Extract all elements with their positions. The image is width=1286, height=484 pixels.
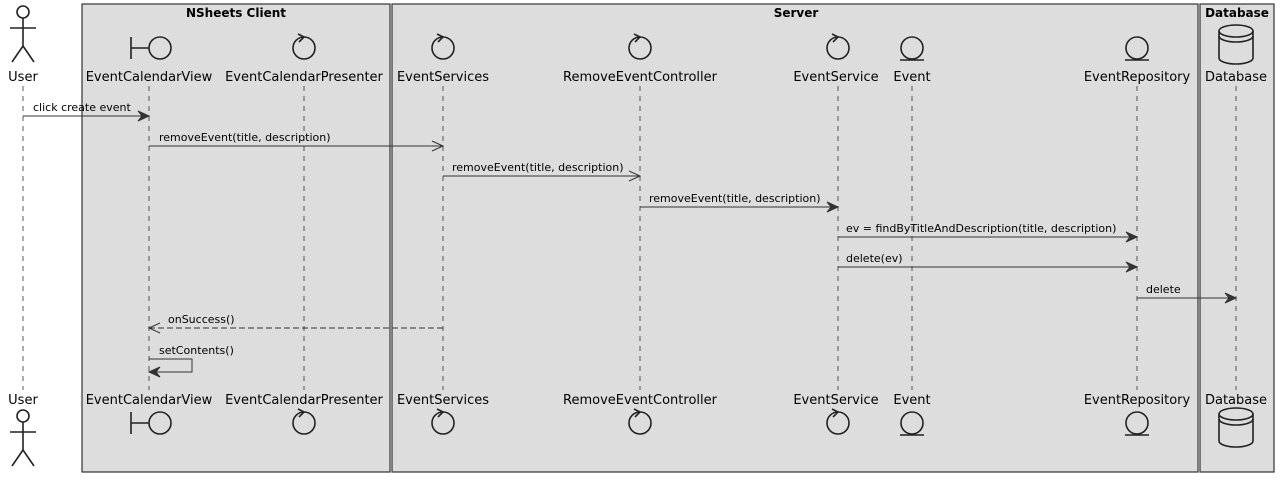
control-icon (826, 408, 850, 435)
message-label: setContents() (159, 344, 234, 357)
message-label: delete (1146, 283, 1181, 296)
control-icon (431, 33, 455, 60)
message-label: delete(ev) (846, 252, 903, 265)
control-icon (431, 408, 455, 435)
message-set-contents: setContents() (147, 344, 234, 378)
participant-event-service-label: EventService (793, 393, 878, 408)
message-delete: delete (1137, 283, 1238, 304)
participant-database-label: Database (1205, 393, 1267, 408)
participant-user-label: User (8, 70, 38, 85)
message-delete-ev: delete(ev) (838, 252, 1139, 273)
box-database: Database (1199, 3, 1275, 473)
message-label: onSuccess() (168, 313, 235, 326)
lifelines (22, 86, 1237, 390)
participant-event-services-label: EventServices (397, 393, 489, 408)
message-label: removeEvent(title, description) (649, 192, 821, 205)
control-icon (826, 33, 850, 60)
message-click-create-event: click create event (23, 101, 151, 122)
message-label: removeEvent(title, description) (159, 131, 331, 144)
actor-icon (10, 409, 36, 467)
participant-user-label: User (8, 393, 38, 408)
message-label: click create event (33, 101, 132, 114)
participant-event-calendar-view-label: EventCalendarView (86, 393, 213, 408)
entity-icon (1125, 411, 1149, 436)
entity-icon (900, 36, 924, 61)
message-label: ev = findByTitleAndDescription(title, de… (846, 222, 1116, 235)
box-server-title: Server (774, 6, 819, 20)
participant-event-repository-label: EventRepository (1084, 70, 1191, 85)
control-icon (292, 408, 316, 435)
message-remove-event-2: removeEvent(title, description) (443, 161, 642, 182)
entity-icon (900, 411, 924, 436)
message-label: removeEvent(title, description) (452, 161, 624, 174)
participant-event-label: Event (893, 393, 930, 408)
box-client-title: NSheets Client (186, 6, 286, 20)
control-icon (292, 33, 316, 60)
message-remove-event-3: removeEvent(title, description) (640, 192, 840, 213)
participant-event-calendar-presenter-label: EventCalendarPresenter (225, 393, 383, 408)
actor-icon (10, 5, 36, 63)
message-remove-event-1: removeEvent(title, description) (149, 131, 445, 152)
entity-icon (1125, 36, 1149, 61)
control-icon (628, 33, 652, 60)
participant-event-label: Event (893, 70, 930, 85)
messages: click create event removeEvent(title, de… (23, 101, 1238, 378)
participant-event-services-label: EventServices (397, 70, 489, 85)
boundary-icon (130, 411, 172, 435)
database-icon (1218, 24, 1254, 65)
box-database-title: Database (1205, 6, 1269, 20)
participant-event-calendar-presenter-label: EventCalendarPresenter (225, 70, 383, 85)
message-on-success: onSuccess() (147, 313, 443, 334)
control-icon (628, 408, 652, 435)
message-find-by-title-and-description: ev = findByTitleAndDescription(title, de… (838, 222, 1139, 243)
participant-remove-event-controller-label: RemoveEventController (563, 393, 718, 408)
participant-remove-event-controller-label: RemoveEventController (563, 70, 718, 85)
database-icon (1218, 407, 1254, 448)
participant-database-label: Database (1205, 70, 1267, 85)
box-server: Server (391, 3, 1199, 473)
box-client: NSheets Client (81, 3, 391, 473)
participant-event-repository-label: EventRepository (1084, 393, 1191, 408)
participants-bottom: User EventCalendarView EventCalendarPres… (8, 393, 1267, 467)
participants-top: User EventCalendarView EventCalendarPres… (8, 5, 1267, 85)
boundary-icon (130, 36, 172, 60)
participant-event-service-label: EventService (793, 70, 878, 85)
participant-event-calendar-view-label: EventCalendarView (86, 70, 213, 85)
